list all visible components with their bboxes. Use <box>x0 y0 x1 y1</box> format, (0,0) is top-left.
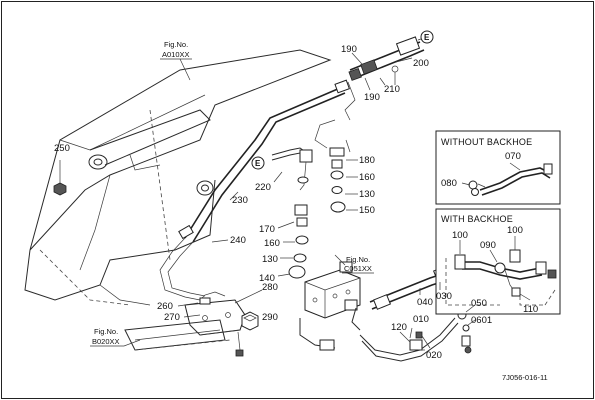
label-0601: 0601 <box>471 315 492 326</box>
inset-without-backhoe: WITHOUT BACKHOE <box>435 130 561 205</box>
hose-220 <box>271 147 313 191</box>
label-140: 140 <box>259 273 275 284</box>
label-090: 090 <box>480 240 496 251</box>
label-030: 030 <box>436 291 452 302</box>
label-100-right: 100 <box>507 225 523 236</box>
label-210: 210 <box>384 84 400 95</box>
inset-with-backhoe-title: WITH BACKHOE <box>441 214 513 224</box>
fig-ref-b020xx: Fig.No. B020XX <box>90 327 141 347</box>
fig-ref-a010xx: Fig.No. A010XX <box>160 40 192 81</box>
label-160-upper: 160 <box>359 172 375 183</box>
hose-200 <box>344 36 425 121</box>
label-130-upper: 130 <box>359 189 375 200</box>
label-190-top: 190 <box>341 44 357 55</box>
fig-ref-b020xx-line1: Fig.No. <box>94 327 118 336</box>
fig-ref-a010xx-line2: A010XX <box>162 50 190 59</box>
marker-e-mid: E <box>251 156 265 170</box>
label-250: 250 <box>54 143 70 154</box>
control-valve <box>299 254 361 351</box>
label-100-left: 100 <box>452 230 468 241</box>
label-270: 270 <box>164 312 180 323</box>
bracket-280 <box>184 291 246 357</box>
label-190-lower: 190 <box>364 92 380 103</box>
label-150: 150 <box>359 205 375 216</box>
fitting-stack-upper <box>314 119 358 213</box>
label-020: 020 <box>426 350 442 361</box>
fitting-050 <box>457 310 472 354</box>
bolt-250 <box>53 160 67 196</box>
cap-290 <box>241 311 259 331</box>
fitting-stack-lower <box>277 204 309 279</box>
loader-boom <box>24 49 332 306</box>
inset-with-backhoe: WITH BACKHOE <box>435 208 561 315</box>
marker-e-top-text: E <box>424 33 430 42</box>
label-160-lower: 160 <box>264 238 280 249</box>
label-080: 080 <box>441 178 457 189</box>
fig-ref-c051xx-line2: C051XX <box>344 264 372 273</box>
hose-010 <box>359 317 459 362</box>
label-290: 290 <box>262 312 278 323</box>
label-230: 230 <box>232 195 248 206</box>
label-070: 070 <box>505 151 521 162</box>
fig-ref-c051xx-line1: Fig.No. <box>346 255 370 264</box>
pipe-230 <box>159 79 350 301</box>
label-130-lower: 130 <box>262 254 278 265</box>
label-260: 260 <box>157 301 173 312</box>
label-220: 220 <box>255 182 271 193</box>
label-120: 120 <box>391 322 407 333</box>
marker-e-mid-text: E <box>255 159 261 168</box>
fig-ref-b020xx-line2: B020XX <box>92 337 120 346</box>
inset-without-backhoe-title: WITHOUT BACKHOE <box>441 137 532 147</box>
fig-ref-c051xx: Fig.No. C051XX <box>342 255 374 274</box>
label-280: 280 <box>262 282 278 293</box>
label-200: 200 <box>413 58 429 69</box>
drawing-code: 7J056-016-11 <box>502 373 548 382</box>
label-240: 240 <box>230 235 246 246</box>
label-110: 110 <box>523 304 538 315</box>
marker-e-top: E <box>417 30 434 44</box>
label-180: 180 <box>359 155 375 166</box>
fig-ref-a010xx-line1: Fig.No. <box>164 40 188 49</box>
part-labels: 190 200 210 190 250 180 160 130 150 220 … <box>54 44 538 361</box>
label-010: 010 <box>413 314 429 325</box>
label-170: 170 <box>259 224 275 235</box>
label-050: 050 <box>471 298 487 309</box>
label-040: 040 <box>417 297 433 308</box>
